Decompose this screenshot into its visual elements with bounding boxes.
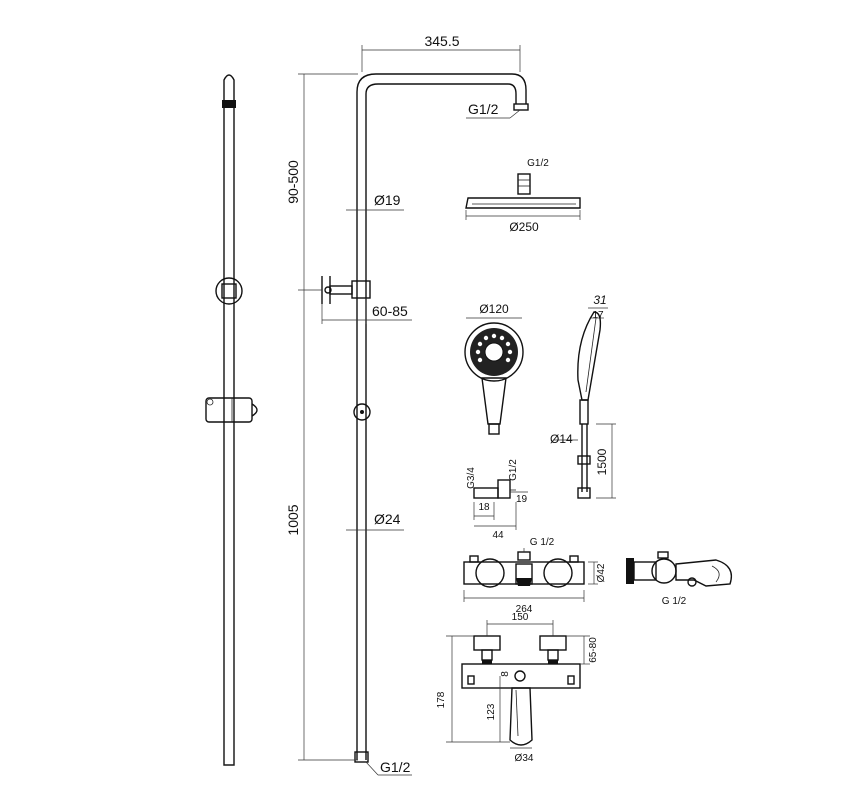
- elbow-depth-label: 18: [478, 502, 490, 513]
- shower-mixer-diameter-label: Ø42: [596, 563, 607, 582]
- hand-shower-front: Ø120: [464, 302, 524, 435]
- hose-diameter-label: Ø14: [550, 432, 573, 446]
- hand-shower-thickness-label: 31: [593, 293, 606, 307]
- bath-mixer-side-outlet-label: G 1/2: [662, 596, 687, 607]
- shower-column: [321, 73, 529, 763]
- arm-offset-label: 60-85: [372, 303, 408, 319]
- bath-mixer-height-label: 178: [436, 691, 447, 708]
- elbow-inlet-label: G3/4: [466, 467, 477, 489]
- bottom-inlet-label: G1/2: [380, 759, 411, 775]
- bath-mixer-front: 150 65-80 8 178 123 Ø34: [436, 612, 599, 764]
- bath-mixer-gap-label: 8: [500, 671, 511, 677]
- bath-mixer-spout-height-label: 123: [486, 703, 497, 720]
- lower-tube-diameter-label: Ø24: [374, 511, 401, 527]
- overhead-shower: G1/2 Ø250: [465, 158, 581, 234]
- hose-length-label: 1500: [595, 448, 609, 475]
- slide-rail: [205, 74, 258, 766]
- head-inlet-label: G1/2: [468, 101, 499, 117]
- overhead-diameter-label: Ø250: [509, 220, 539, 234]
- upper-tube-diameter-label: Ø19: [374, 192, 401, 208]
- hand-shower-depth-label: 17: [592, 310, 604, 321]
- column-width-label: 345.5: [424, 33, 459, 49]
- column-dimensions: [298, 45, 521, 776]
- overhead-inlet-label: G1/2: [527, 158, 549, 169]
- column-labels: 345.5 G1/2 90-500 Ø19 60-85 1005 Ø24 G1/…: [285, 33, 499, 775]
- wall-elbow: G3/4 G1/2 19 18 44: [466, 459, 528, 541]
- bath-mixer-spout-diameter-label: Ø34: [515, 753, 534, 764]
- shower-mixer: G 1/2 Ø42 264: [463, 537, 607, 615]
- upper-range-label: 90-500: [285, 160, 301, 204]
- shower-mixer-width-label: 264: [516, 604, 533, 615]
- bath-mixer-wall-offset-label: 65-80: [588, 637, 599, 663]
- elbow-outlet-label: G1/2: [508, 459, 519, 481]
- total-height-label: 1005: [285, 504, 301, 535]
- hand-shower-diameter-label: Ø120: [479, 302, 509, 316]
- elbow-height-label: 19: [516, 494, 528, 505]
- shower-mixer-outlet-label: G 1/2: [530, 537, 555, 548]
- bath-mixer-side: G 1/2: [626, 551, 733, 607]
- bath-mixer-centers-label: 150: [512, 612, 529, 623]
- elbow-length-label: 44: [492, 530, 504, 541]
- hose: Ø14 1500: [550, 423, 616, 499]
- hand-shower-side: 31 17: [577, 293, 608, 425]
